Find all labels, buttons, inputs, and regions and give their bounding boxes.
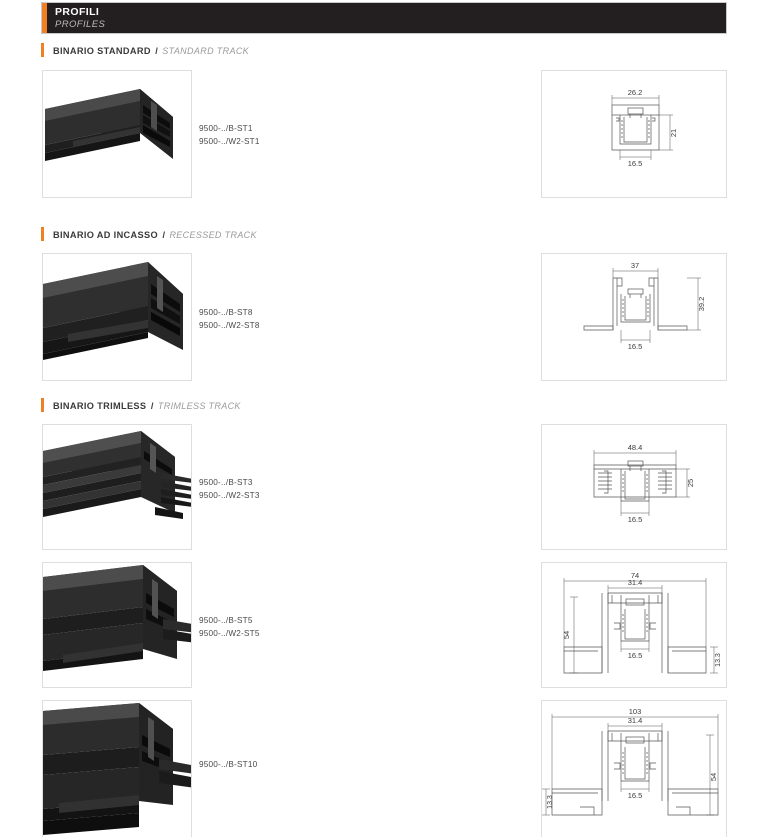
section-heading-recessed-track: BINARIO AD INCASSO / RECESSED TRACK (41, 227, 257, 241)
dim-right-label: 54 (709, 773, 718, 781)
section-heading-standard-track: BINARIO STANDARD / STANDARD TRACK (41, 43, 249, 57)
trimless-wide-drawing: 74 31.4 54 16.5 13.3 (562, 571, 722, 674)
section-heading-trimless-track: BINARIO TRIMLESS / TRIMLESS TRACK (41, 398, 241, 412)
product-photo-panel (42, 562, 192, 688)
section-label-separator: / (150, 401, 154, 411)
product-code-line: 9500-../B-ST3 (199, 478, 253, 487)
product-codes: 9500-../B-ST5 9500-../W2-ST5 (199, 614, 260, 640)
page-header-band: PROFILI PROFILES (41, 2, 727, 34)
dim-lower-right-label: 13.3 (715, 653, 722, 667)
recessed-track-drawing: 37 39.2 16.5 (583, 261, 706, 351)
header-text-group: PROFILI PROFILES (47, 3, 105, 33)
dim-bottom-label: 16.5 (628, 342, 643, 351)
technical-drawing-panel: 37 39.2 16.5 (541, 253, 727, 381)
product-codes: 9500-../B-ST8 9500-../W2-ST8 (199, 306, 260, 332)
section-accent-bar (41, 398, 44, 412)
dim-top-label: 37 (631, 261, 639, 270)
product-photo-panel (42, 253, 192, 381)
dim-top-label: 48.4 (628, 443, 643, 452)
section-label: BINARIO TRIMLESS / TRIMLESS TRACK (53, 396, 241, 414)
section-label-en: TRIMLESS TRACK (157, 401, 241, 411)
standard-track-drawing: 26.2 21 16.5 (611, 88, 678, 168)
trimless-extra-wide-photo-art (43, 701, 191, 837)
product-photo-trimless-track (43, 425, 191, 549)
product-code-line: 9500-../B-ST8 (199, 308, 253, 317)
product-code-line: 9500-../B-ST10 (199, 760, 258, 769)
trimless-extra-wide-drawing: 103 31.4 54 16.5 13.3 (542, 707, 719, 816)
section-label: BINARIO STANDARD / STANDARD TRACK (53, 41, 249, 59)
dim-bottom-label: 16.5 (628, 515, 643, 524)
product-code-line: 9500-../W2-ST1 (199, 137, 260, 146)
section-label-separator: / (155, 46, 158, 56)
product-codes: 9500-../B-ST1 9500-../W2-ST1 (199, 122, 260, 148)
section-label-it: BINARIO TRIMLESS (53, 401, 147, 411)
dim-bottom-label: 16.5 (628, 791, 643, 800)
dim-right-label: 25 (686, 479, 695, 487)
section-label-en: STANDARD TRACK (162, 46, 250, 56)
section-accent-bar (41, 227, 44, 241)
trimless-track-photo-art (43, 425, 191, 549)
product-photo-panel (42, 424, 192, 550)
trimless-wide-photo-art (43, 563, 191, 687)
section-label: BINARIO AD INCASSO / RECESSED TRACK (53, 225, 257, 243)
standard-track-photo-art (43, 71, 191, 197)
dim-inner-label: 31.4 (628, 716, 643, 725)
dim-top-label: 103 (629, 707, 642, 716)
dim-right-label: 21 (669, 129, 678, 137)
product-codes: 9500-../B-ST3 9500-../W2-ST3 (199, 476, 260, 502)
section-label-separator: / (162, 230, 165, 240)
product-photo-recessed-track (43, 254, 191, 380)
product-code-line: 9500-../W2-ST3 (199, 491, 260, 500)
technical-drawing-panel: 103 31.4 54 16.5 13.3 (541, 700, 727, 837)
section-label-it: BINARIO STANDARD (53, 46, 151, 56)
product-photo-trimless-wide (43, 563, 191, 687)
dim-right-label: 39.2 (697, 297, 706, 312)
product-photo-panel (42, 70, 192, 198)
recessed-track-photo-art (43, 254, 191, 380)
product-photo-panel (42, 700, 192, 837)
product-code-line: 9500-../W2-ST5 (199, 629, 260, 638)
product-photo-trimless-extra-wide (43, 701, 191, 837)
product-codes: 9500-../B-ST10 (199, 758, 257, 771)
dim-bottom-label: 16.5 (628, 159, 643, 168)
section-accent-bar (41, 43, 44, 57)
trimless-track-drawing: 48.4 25 16.5 (593, 443, 695, 524)
product-code-line: 9500-../W2-ST8 (199, 321, 260, 330)
dim-inner-label: 31.4 (628, 578, 643, 587)
technical-drawing-panel: 26.2 21 16.5 (541, 70, 727, 198)
technical-drawing-panel: 74 31.4 54 16.5 13.3 (541, 562, 727, 688)
dim-lower-left-label: 13.3 (547, 795, 554, 809)
product-photo-standard-track (43, 71, 191, 197)
page-subtitle: PROFILES (55, 18, 106, 30)
dim-bottom-label: 16.5 (628, 651, 643, 660)
product-code-line: 9500-../B-ST5 (199, 616, 253, 625)
dim-top-label: 26.2 (628, 88, 643, 97)
section-label-en: RECESSED TRACK (169, 230, 257, 240)
page-title: PROFILI (55, 5, 100, 18)
dim-left-label: 54 (562, 631, 571, 639)
section-label-it: BINARIO AD INCASSO (53, 230, 158, 240)
technical-drawing-panel: 48.4 25 16.5 (541, 424, 727, 550)
dim-top-label: 74 (631, 571, 639, 580)
product-code-line: 9500-../B-ST1 (199, 124, 253, 133)
header-accent-bar (42, 3, 47, 33)
